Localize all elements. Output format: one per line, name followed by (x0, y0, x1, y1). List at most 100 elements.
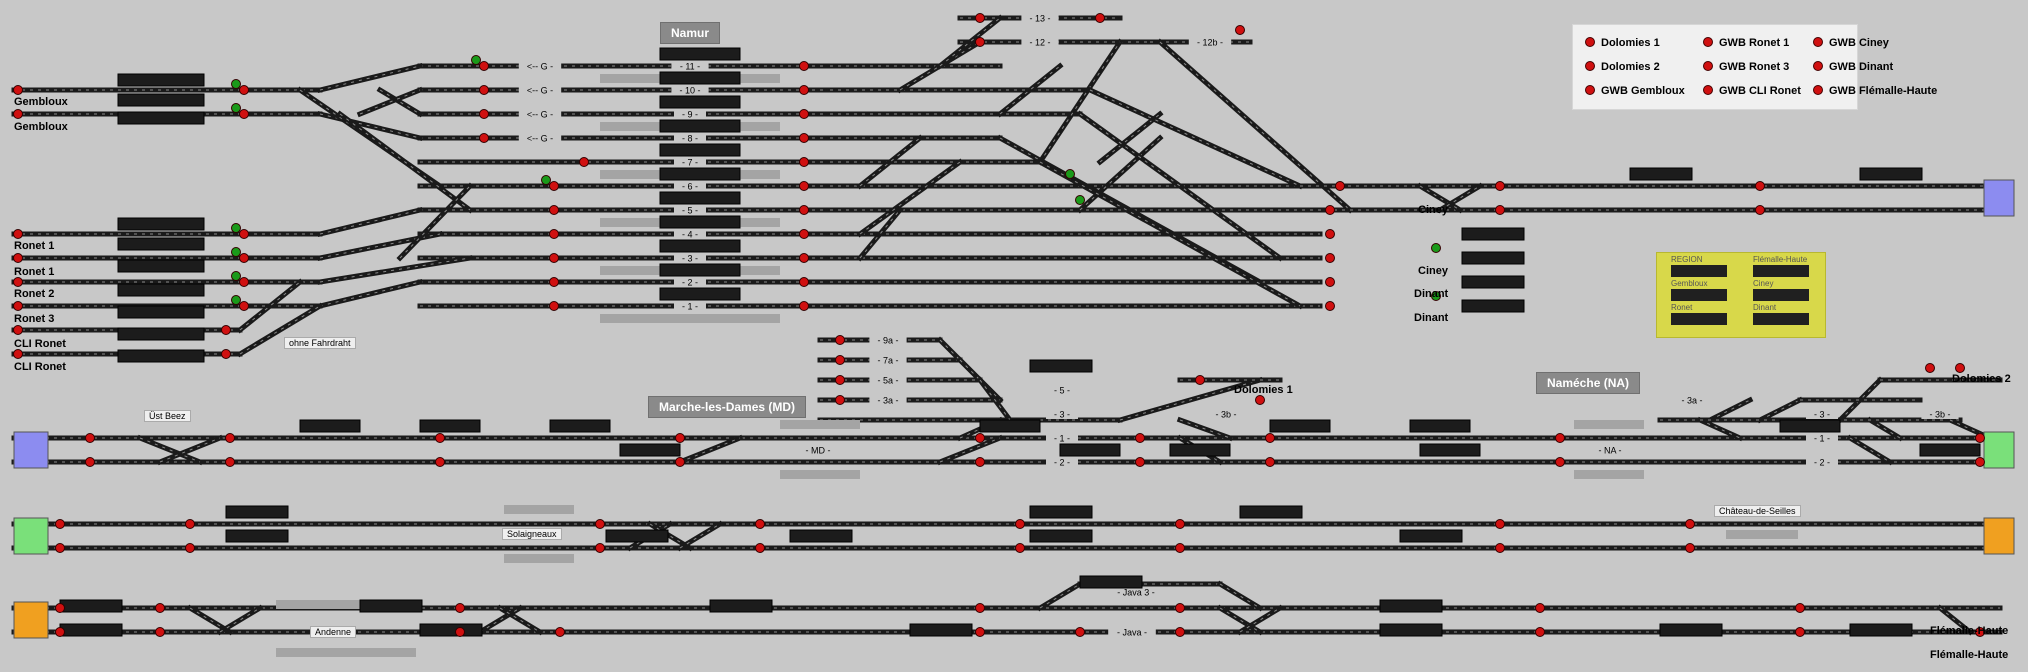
legend-gwb-ciney[interactable]: GWB Ciney (1813, 37, 1889, 49)
signal-icon[interactable] (975, 433, 985, 443)
signal-icon[interactable] (549, 301, 559, 311)
legend-gwb-dinant[interactable]: GWB Dinant (1813, 61, 1893, 73)
signal-icon[interactable] (239, 253, 249, 263)
signal-icon[interactable] (975, 457, 985, 467)
signal-icon[interactable] (975, 13, 985, 23)
line-portal[interactable] (1983, 517, 2015, 555)
signal-icon[interactable] (479, 85, 489, 95)
signal-icon[interactable] (595, 543, 605, 553)
signal-icon[interactable] (1325, 229, 1335, 239)
signal-icon[interactable] (1135, 433, 1145, 443)
signal-icon[interactable] (239, 109, 249, 119)
signal-icon[interactable] (835, 355, 845, 365)
signal-icon[interactable] (1235, 25, 1245, 35)
signal-icon[interactable] (799, 253, 809, 263)
signal-icon[interactable] (455, 627, 465, 637)
signal-icon[interactable] (1265, 433, 1275, 443)
signal-icon[interactable] (13, 277, 23, 287)
signal-icon[interactable] (1555, 457, 1565, 467)
signal-icon[interactable] (13, 349, 23, 359)
signal-icon[interactable] (1075, 195, 1085, 205)
signal-icon[interactable] (1955, 363, 1965, 373)
legend-dolomies-1[interactable]: Dolomies 1 (1585, 37, 1660, 49)
signal-icon[interactable] (835, 375, 845, 385)
signal-icon[interactable] (549, 253, 559, 263)
signal-icon[interactable] (225, 457, 235, 467)
signal-icon[interactable] (799, 181, 809, 191)
signal-icon[interactable] (1495, 519, 1505, 529)
signal-icon[interactable] (799, 85, 809, 95)
legend-gwb-gembloux[interactable]: GWB Gembloux (1585, 85, 1685, 97)
signal-icon[interactable] (1535, 603, 1545, 613)
signal-icon[interactable] (13, 301, 23, 311)
signal-icon[interactable] (1555, 433, 1565, 443)
signal-icon[interactable] (479, 109, 489, 119)
signal-icon[interactable] (541, 175, 551, 185)
signal-icon[interactable] (231, 103, 241, 113)
signal-icon[interactable] (435, 433, 445, 443)
legend-gwb-ronet-3[interactable]: GWB Ronet 3 (1703, 61, 1789, 73)
signal-icon[interactable] (799, 109, 809, 119)
line-portal[interactable] (1983, 179, 2015, 217)
line-portal[interactable] (13, 601, 49, 639)
signal-icon[interactable] (55, 603, 65, 613)
line-portal[interactable] (1983, 431, 2015, 469)
line-portal[interactable] (13, 517, 49, 555)
signal-icon[interactable] (239, 85, 249, 95)
signal-icon[interactable] (1495, 181, 1505, 191)
line-portal[interactable] (13, 431, 49, 469)
signal-icon[interactable] (1975, 433, 1985, 443)
signal-icon[interactable] (479, 61, 489, 71)
signal-icon[interactable] (239, 229, 249, 239)
signal-icon[interactable] (1325, 205, 1335, 215)
signal-icon[interactable] (1265, 457, 1275, 467)
legend-gwb-flemalle-haute[interactable]: GWB Flémalle-Haute (1813, 85, 1937, 97)
signal-icon[interactable] (755, 543, 765, 553)
signal-icon[interactable] (231, 271, 241, 281)
legend-dolomies-2[interactable]: Dolomies 2 (1585, 61, 1660, 73)
signal-icon[interactable] (239, 277, 249, 287)
signal-icon[interactable] (1075, 627, 1085, 637)
signal-icon[interactable] (155, 627, 165, 637)
signal-icon[interactable] (1175, 519, 1185, 529)
signal-icon[interactable] (231, 295, 241, 305)
signal-icon[interactable] (1431, 291, 1441, 301)
signal-icon[interactable] (1175, 627, 1185, 637)
signal-icon[interactable] (675, 457, 685, 467)
signal-icon[interactable] (231, 223, 241, 233)
signal-icon[interactable] (1095, 13, 1105, 23)
legend-gwb-ronet-1[interactable]: GWB Ronet 1 (1703, 37, 1789, 49)
signal-icon[interactable] (155, 603, 165, 613)
signal-icon[interactable] (221, 325, 231, 335)
signal-icon[interactable] (799, 301, 809, 311)
signal-icon[interactable] (185, 543, 195, 553)
signal-icon[interactable] (579, 157, 589, 167)
signal-icon[interactable] (1975, 627, 1985, 637)
signal-icon[interactable] (549, 229, 559, 239)
signal-icon[interactable] (549, 277, 559, 287)
signal-icon[interactable] (13, 109, 23, 119)
signal-icon[interactable] (1431, 243, 1441, 253)
signal-icon[interactable] (549, 181, 559, 191)
signal-icon[interactable] (835, 335, 845, 345)
signal-icon[interactable] (555, 627, 565, 637)
signal-icon[interactable] (799, 133, 809, 143)
signal-icon[interactable] (1495, 205, 1505, 215)
signal-icon[interactable] (1975, 457, 1985, 467)
signal-icon[interactable] (755, 519, 765, 529)
signal-icon[interactable] (13, 253, 23, 263)
signal-icon[interactable] (455, 603, 465, 613)
signal-icon[interactable] (799, 157, 809, 167)
signal-icon[interactable] (1335, 181, 1345, 191)
signal-icon[interactable] (225, 433, 235, 443)
signal-icon[interactable] (1755, 205, 1765, 215)
signal-icon[interactable] (13, 229, 23, 239)
signal-icon[interactable] (85, 457, 95, 467)
signal-icon[interactable] (55, 627, 65, 637)
signal-icon[interactable] (799, 61, 809, 71)
legend-gwb-cli-ronet[interactable]: GWB CLI Ronet (1703, 85, 1801, 97)
signal-icon[interactable] (1175, 603, 1185, 613)
signal-icon[interactable] (231, 247, 241, 257)
signal-icon[interactable] (55, 519, 65, 529)
signal-icon[interactable] (1195, 375, 1205, 385)
